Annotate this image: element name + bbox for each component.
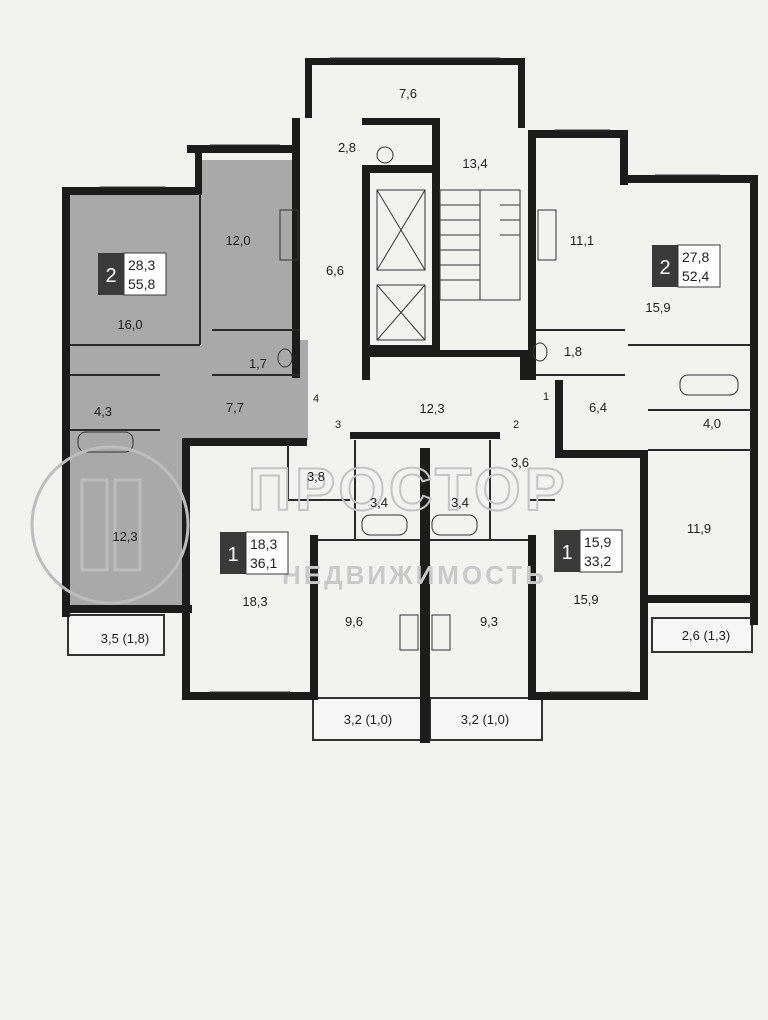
room-area-label: 16,0 (117, 317, 142, 332)
room-labels: 7,6 2,8 13,4 12,0 11,1 6,6 16,0 15,9 1,7… (94, 86, 730, 727)
room-area-label: 3,8 (307, 469, 325, 484)
room-area-label: 1,7 (249, 356, 267, 371)
apartment-living-area: 15,9 (584, 534, 611, 550)
apartment-total-area: 52,4 (682, 268, 709, 284)
walls (62, 58, 758, 743)
apartment-tag: 1 18,3 36,1 (220, 531, 289, 575)
apartment-rooms-count: 2 (659, 257, 670, 279)
room-area-label: 7,7 (226, 400, 244, 415)
apartment-rooms-count: 2 (105, 265, 116, 287)
room-area-label: 12,3 (112, 529, 137, 544)
apartment-rooms-count: 1 (561, 542, 572, 564)
room-area-label: 11,9 (687, 521, 711, 536)
room-area-label: 3,4 (370, 495, 388, 510)
apartment-living-area: 28,3 (128, 257, 155, 273)
shaded-apartment (70, 160, 308, 610)
apartment-living-area: 27,8 (682, 249, 709, 265)
watermark: ПРОСТОР НЕДВИЖИМОСТЬ (30, 445, 569, 605)
apartment-total-area: 33,2 (584, 553, 611, 569)
room-area-label: 12,0 (225, 233, 250, 248)
balcony-area-label: 3,2 (1,0) (344, 712, 392, 727)
apartment-tag: 2 28,3 55,8 (98, 252, 167, 296)
apartment-total-area: 55,8 (128, 276, 155, 292)
room-area-label: 6,4 (589, 400, 607, 415)
balcony-area-label: 3,2 (1,0) (461, 712, 509, 727)
room-area-label: 12,3 (419, 401, 444, 416)
balconies (67, 614, 753, 741)
room-area-label: 13,4 (462, 156, 487, 171)
door-numbers: 4 3 1 2 (313, 391, 549, 431)
room-area-label: 15,9 (573, 592, 598, 607)
room-area-label: 9,3 (480, 614, 498, 629)
room-area-label: 3,6 (511, 455, 529, 470)
door-number: 2 (513, 419, 519, 431)
door-number: 3 (335, 419, 341, 431)
balcony-area-label: 2,6 (1,3) (682, 628, 730, 643)
apartment-rooms-count: 1 (227, 544, 238, 566)
room-area-label: 9,6 (345, 614, 363, 629)
apartment-total-area: 36,1 (250, 555, 277, 571)
room-area-label: 1,8 (564, 344, 582, 359)
room-area-label: 18,3 (242, 594, 267, 609)
door-number: 4 (313, 393, 319, 405)
room-area-label: 3,4 (451, 495, 469, 510)
room-area-label: 15,9 (645, 300, 670, 315)
interior-lines (70, 57, 750, 693)
apartment-living-area: 18,3 (250, 536, 277, 552)
room-area-label: 11,1 (570, 233, 594, 248)
room-area-label: 2,8 (338, 140, 356, 155)
room-area-label: 7,6 (399, 86, 417, 101)
room-area-label: 6,6 (326, 263, 344, 278)
apartment-tag: 2 27,8 52,4 (652, 244, 721, 288)
apartment-tag: 1 15,9 33,2 (554, 529, 623, 573)
door-number: 1 (543, 391, 549, 403)
room-area-label: 4,0 (703, 416, 721, 431)
balcony-area-label: 3,5 (1,8) (101, 631, 149, 646)
watermark-line2: НЕДВИЖИМОСТЬ (282, 560, 547, 590)
room-area-label: 4,3 (94, 404, 112, 419)
watermark-line1: ПРОСТОР (248, 456, 569, 523)
